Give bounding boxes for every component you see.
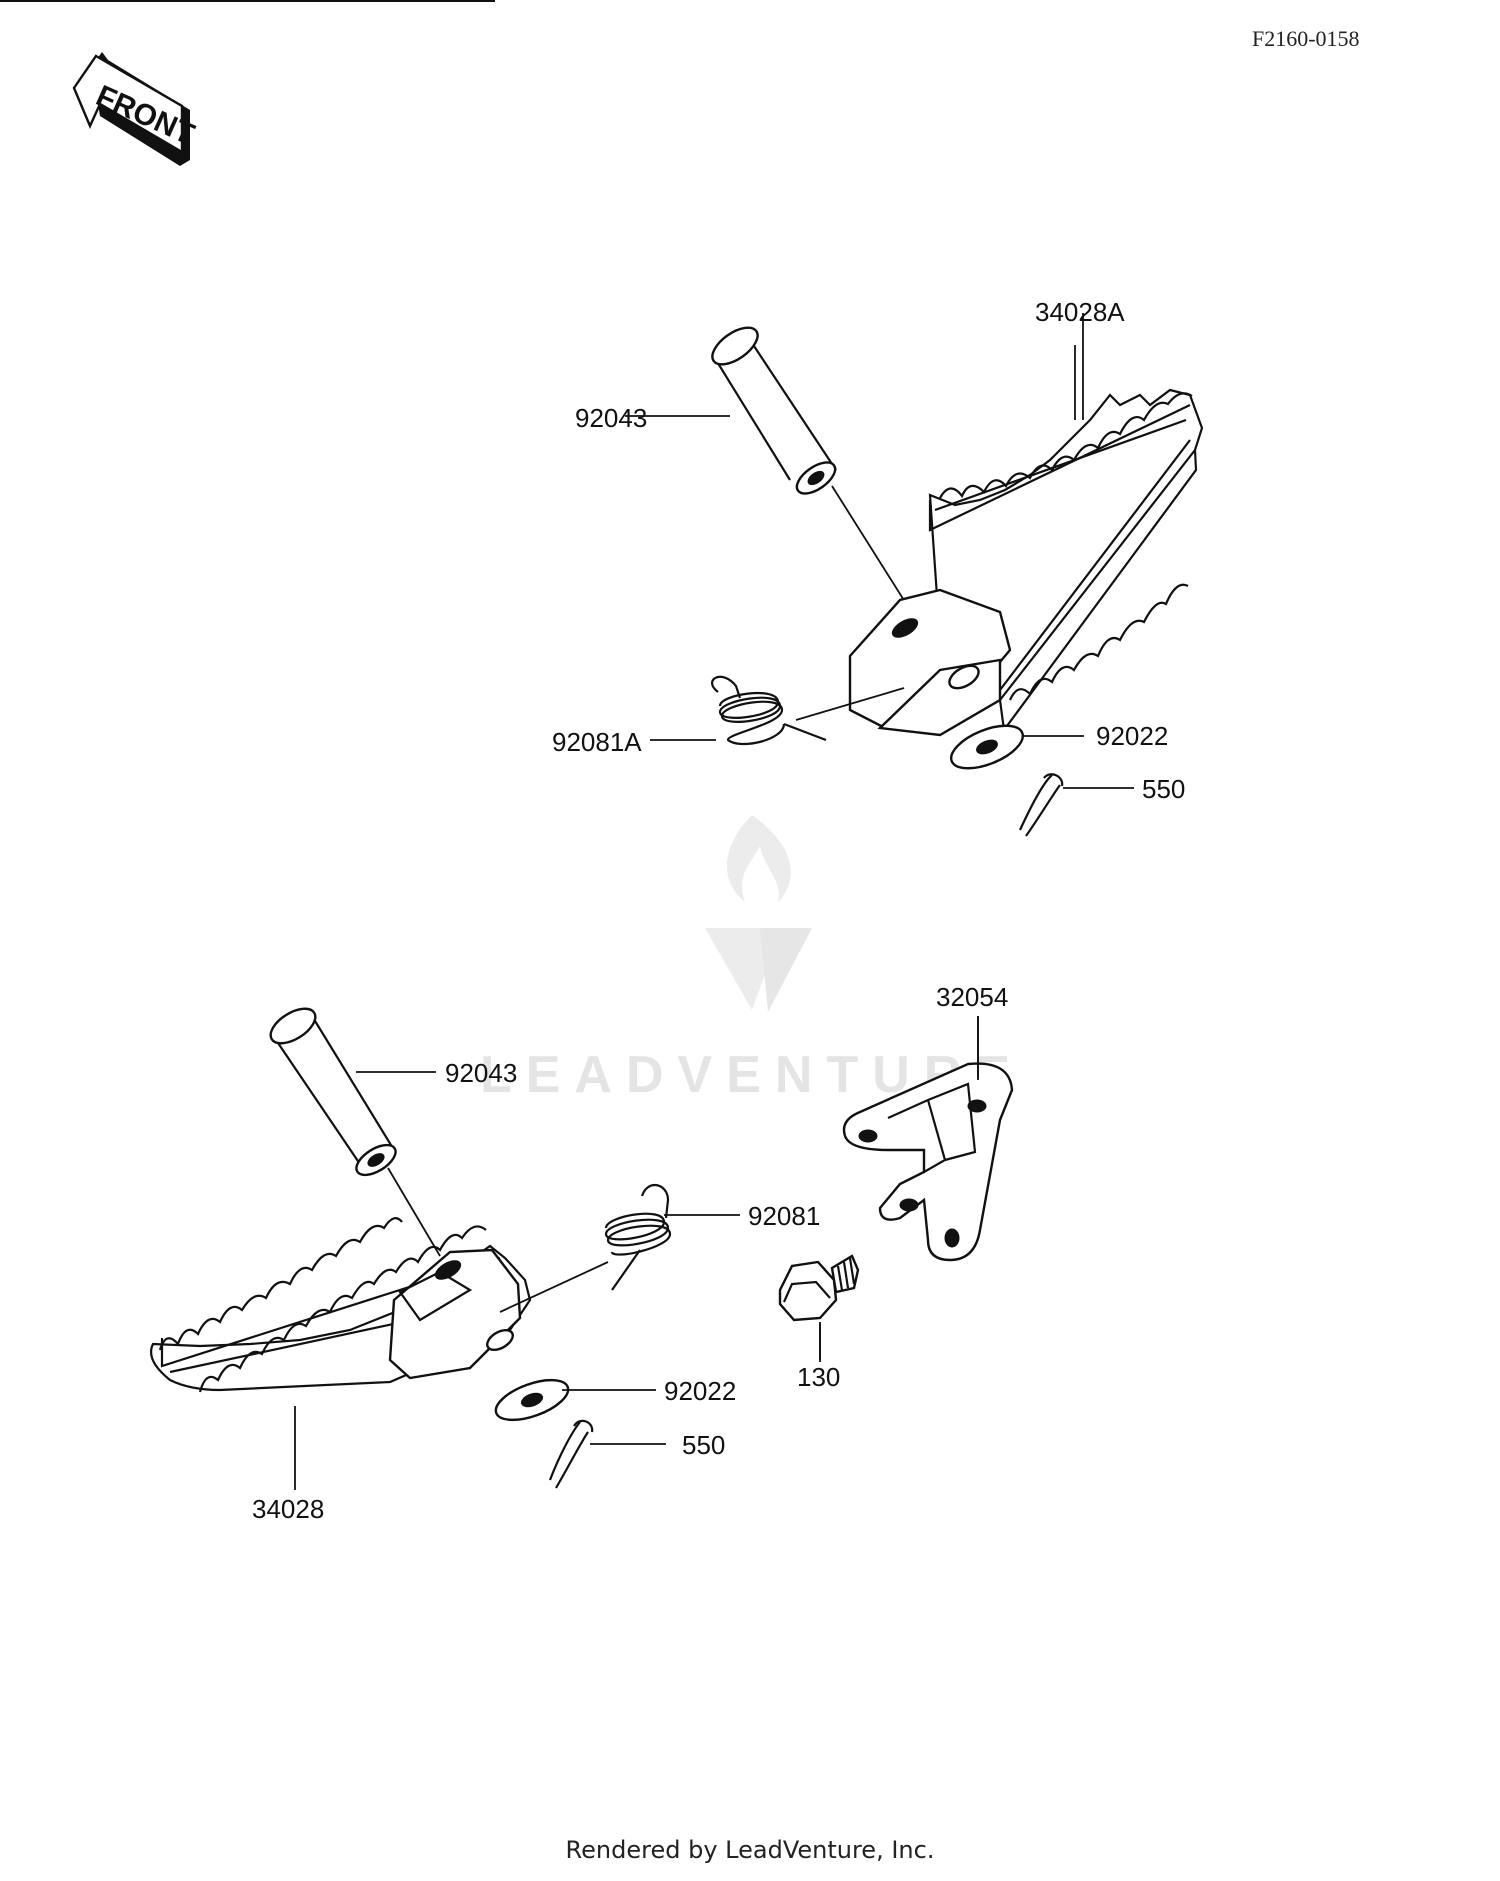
footpeg-lower-drawing (149, 1217, 609, 1393)
pin-lower-drawing (269, 1007, 441, 1257)
footpeg-upper-drawing (848, 345, 1204, 737)
footer-credit: Rendered by LeadVenture, Inc. (565, 1836, 935, 1864)
label-pin-upper: 92043 (575, 403, 647, 433)
label-spring-upper: 92081A (552, 727, 642, 757)
label-spring-lower: 92081 (748, 1201, 820, 1231)
front-arrow-icon: FRONT (72, 52, 199, 166)
label-pin-lower: 92043 (445, 1058, 517, 1088)
label-cotter-upper: 550 (1142, 774, 1185, 804)
cotter-pin-lower-drawing (548, 1419, 594, 1489)
drawing-code: F2160-0158 (1252, 26, 1360, 51)
label-cotter-lower: 550 (682, 1430, 725, 1460)
spring-lower-drawing (604, 1184, 672, 1291)
label-footpeg-lower: 34028 (252, 1494, 324, 1524)
spring-upper-drawing (711, 675, 905, 745)
label-bolt: 130 (797, 1362, 840, 1392)
bolt-drawing (778, 1254, 860, 1360)
cotter-pin-upper-drawing (1019, 773, 1064, 837)
washer-lower-drawing (494, 1378, 570, 1422)
washer-upper-drawing (949, 724, 1025, 770)
label-footpeg-upper: 34028A (1035, 297, 1125, 327)
label-bracket: 32054 (936, 982, 1008, 1012)
leadventure-watermark: LEADVENTURE (480, 815, 1010, 1104)
pin-upper-drawing (711, 326, 959, 687)
label-washer-upper: 92022 (1096, 721, 1168, 751)
label-washer-lower: 92022 (664, 1376, 736, 1406)
